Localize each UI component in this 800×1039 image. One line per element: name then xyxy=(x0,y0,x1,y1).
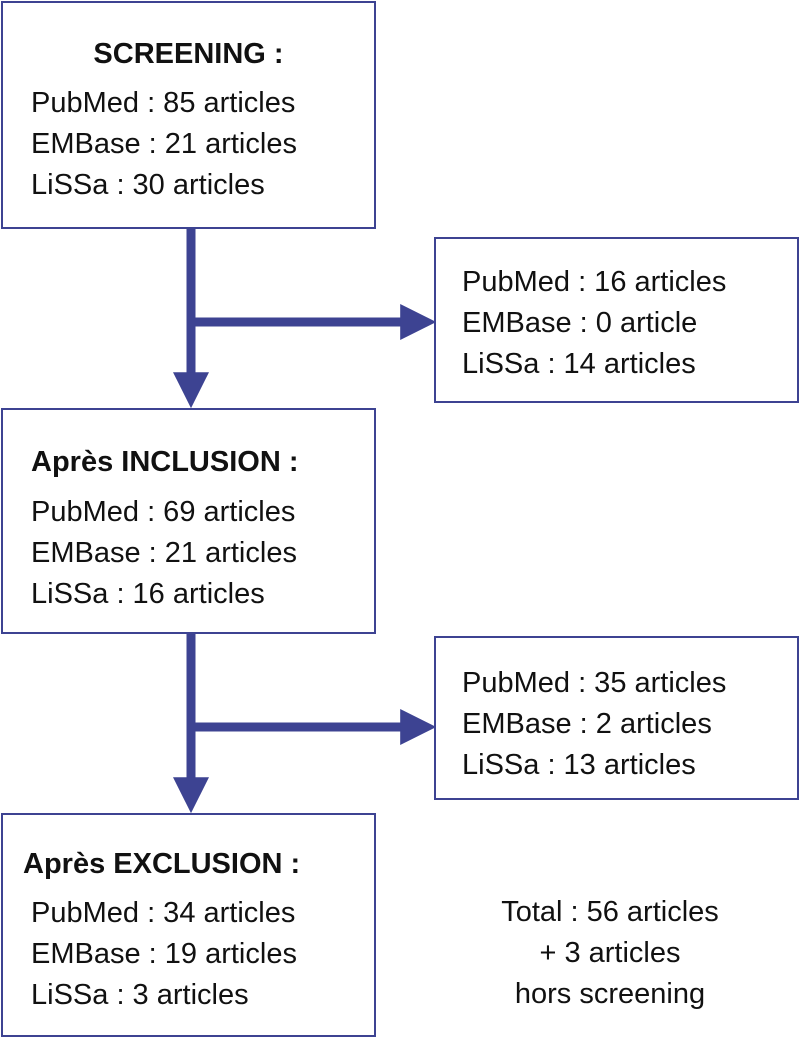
inclusion-title: Après INCLUSION : xyxy=(31,446,299,478)
inclusion-pubmed: PubMed : 69 articles xyxy=(31,496,296,528)
exclusion-lissa: LiSSa : 3 articles xyxy=(31,979,249,1011)
inclusion-box: Après INCLUSION : PubMed : 69 articles E… xyxy=(1,408,376,634)
total-note: hors screening xyxy=(514,978,706,1010)
inclusion-embase: EMBase : 21 articles xyxy=(31,537,297,569)
excluded-after-screening-box: PubMed : 16 articles EMBase : 0 article … xyxy=(434,237,799,403)
total-summary: Total : 56 articles + 3 articles hors sc… xyxy=(440,892,780,1015)
total-extra: + 3 articles xyxy=(539,937,681,969)
exclusion-box: Après EXCLUSION : PubMed : 34 articles E… xyxy=(1,813,376,1037)
screening-pubmed: PubMed : 85 articles xyxy=(31,87,296,119)
screening-embase: EMBase : 21 articles xyxy=(31,128,297,160)
excluded-1-pubmed: PubMed : 16 articles xyxy=(462,266,727,298)
screening-box: SCREENING : PubMed : 85 articles EMBase … xyxy=(1,1,376,229)
inclusion-lissa: LiSSa : 16 articles xyxy=(31,578,265,610)
total-count: Total : 56 articles xyxy=(501,896,719,928)
excluded-2-embase: EMBase : 2 articles xyxy=(462,708,712,740)
excluded-1-embase: EMBase : 0 article xyxy=(462,307,698,339)
exclusion-pubmed: PubMed : 34 articles xyxy=(31,897,296,929)
exclusion-embase: EMBase : 19 articles xyxy=(31,938,297,970)
excluded-1-lissa: LiSSa : 14 articles xyxy=(462,348,696,380)
excluded-after-inclusion-box: PubMed : 35 articles EMBase : 2 articles… xyxy=(434,636,799,800)
excluded-2-pubmed: PubMed : 35 articles xyxy=(462,667,727,699)
screening-title: SCREENING : xyxy=(93,38,284,70)
screening-lissa: LiSSa : 30 articles xyxy=(31,169,265,201)
exclusion-title: Après EXCLUSION : xyxy=(23,848,301,880)
excluded-2-lissa: LiSSa : 13 articles xyxy=(462,749,696,781)
